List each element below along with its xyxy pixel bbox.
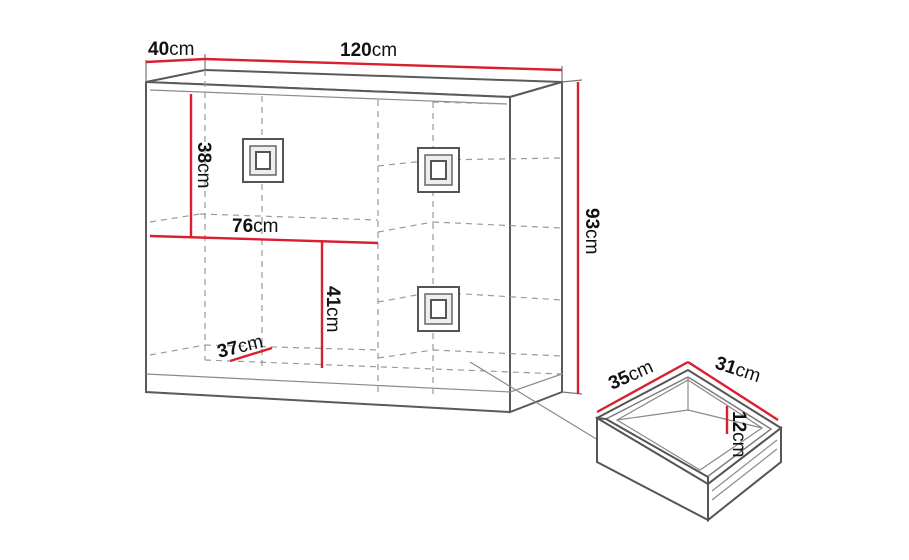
drawer-depth-line: [687, 360, 779, 422]
drawer-front-panel-top: [596, 417, 709, 486]
drawer-detail: [594, 360, 783, 523]
lower-shelf-height-label: 41cm: [322, 286, 343, 332]
upper-shelf-height-label: 38cm: [193, 142, 214, 188]
width-dimension-line: [204, 57, 563, 72]
drawer-width-label: 35cm: [605, 356, 656, 394]
cabinet-dimension-lines: [145, 54, 583, 395]
handle-upper-drawer: [417, 147, 460, 193]
drawer-width-line: [596, 360, 689, 414]
shelf-width-label: 76cm: [232, 216, 278, 237]
depth-label: 40cm: [148, 39, 194, 60]
cabinet-dimension-labels: 40cm 120cm 93cm 38cm 76cm 41cm 37cm: [148, 39, 602, 363]
depth-dimension-line: [145, 57, 206, 64]
plinth-line-side: [509, 373, 563, 393]
drawer-height-label: 12cm: [728, 411, 749, 457]
shelf-depth-line: [229, 346, 273, 363]
height-label: 93cm: [581, 208, 602, 254]
detail-leader-line: [469, 361, 599, 441]
cabinet: [145, 68, 599, 441]
cabinet-front: [145, 80, 511, 414]
width-label: 120cm: [340, 40, 397, 61]
shelf-width-line: [149, 234, 379, 245]
plinth-line: [145, 373, 511, 393]
handle-lower-drawer: [417, 286, 460, 332]
inner-top-edge: [149, 89, 508, 105]
cabinet-side: [509, 80, 563, 414]
handle-upper-door: [242, 138, 284, 183]
